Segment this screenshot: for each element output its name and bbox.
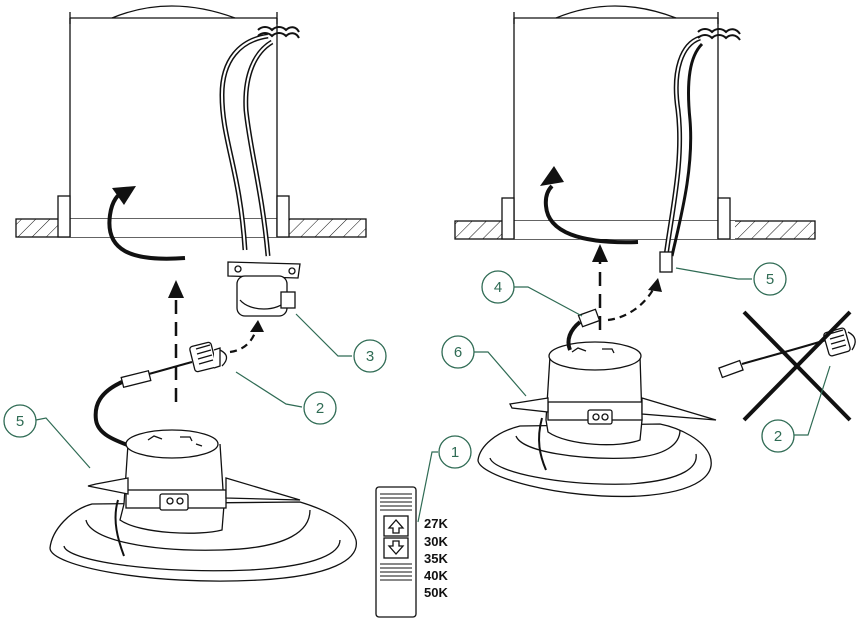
left-fixture <box>49 429 357 582</box>
callout-number: 5 <box>766 271 774 288</box>
cct-switch <box>375 486 417 618</box>
cct-option: 35K <box>424 551 448 566</box>
callout-4: 4 <box>481 270 515 304</box>
switch-grip-bottom <box>380 563 412 581</box>
right-connect-arrow <box>607 278 662 322</box>
right-fixture <box>477 308 717 498</box>
cross-out-icon <box>742 310 852 422</box>
callout-6: 6 <box>441 335 475 369</box>
left-rotate-arrow <box>107 186 186 261</box>
left-dashed-arrow <box>168 280 184 402</box>
right-rotate-arrow <box>540 166 639 245</box>
cct-option: 30K <box>424 534 448 549</box>
callout-5-left: 5 <box>3 404 37 438</box>
cct-options: 27K 30K 35K 40K 50K <box>424 516 448 600</box>
right-plug-connector <box>659 251 673 273</box>
crossed-adapter <box>718 327 856 379</box>
callout-leaders <box>35 267 831 523</box>
callout-2-left: 2 <box>303 391 337 425</box>
left-socket <box>227 261 301 317</box>
right-supply-wires <box>663 28 741 257</box>
callout-number: 5 <box>16 413 24 430</box>
cct-option: 27K <box>424 516 448 531</box>
right-housing-can <box>501 5 731 240</box>
cct-option: 40K <box>424 568 448 583</box>
callout-1: 1 <box>438 435 472 469</box>
callout-number: 3 <box>366 348 374 365</box>
callout-5-right: 5 <box>753 262 787 296</box>
callout-number: 6 <box>454 344 462 361</box>
callout-number: 1 <box>451 444 459 461</box>
left-adapter-arrow <box>229 320 264 354</box>
left-adapter <box>189 341 228 373</box>
switch-grip-top <box>380 493 412 511</box>
right-scene <box>454 5 856 498</box>
cct-option: 50K <box>424 585 448 600</box>
arrow-down-icon <box>387 540 405 555</box>
callout-number: 2 <box>774 428 782 445</box>
right-dashed-arrow <box>592 244 608 330</box>
callout-3: 3 <box>353 339 387 373</box>
callout-2-right: 2 <box>761 419 795 453</box>
left-supply-wires <box>219 26 300 257</box>
left-housing-can <box>57 5 290 238</box>
arrow-up-icon <box>387 519 405 534</box>
left-scene <box>15 5 367 582</box>
left-fixture-cable <box>93 361 193 448</box>
callout-number: 4 <box>494 279 502 296</box>
callout-number: 2 <box>316 400 324 417</box>
